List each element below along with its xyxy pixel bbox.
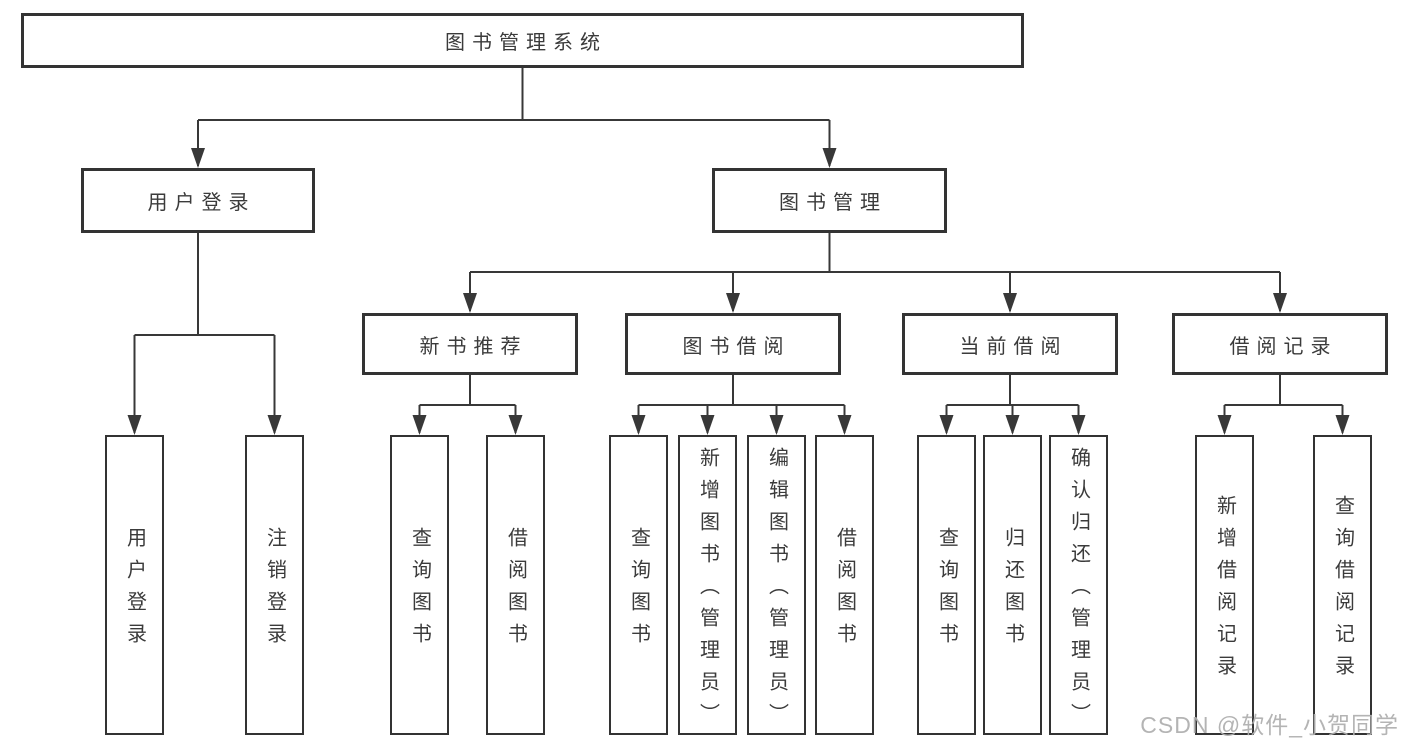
leaf-label: 编辑图书（管理员） (765, 447, 788, 735)
leaf-label: 新增借阅记录 (1213, 495, 1236, 687)
leaf-return-books: 归还图书 (983, 435, 1042, 735)
node-label: 图书借阅 (682, 335, 791, 358)
leaf-label: 用户登录 (123, 527, 146, 655)
leaf-label: 注销登录 (263, 527, 286, 655)
node-book-management: 图书管理 (712, 168, 947, 233)
node-current-borrowing: 当前借阅 (902, 313, 1118, 375)
node-label: 新书推荐 (419, 335, 528, 358)
node-label: 图书管理 (779, 192, 887, 214)
node-new-book-recommendation: 新书推荐 (362, 313, 578, 375)
leaf-add-book-admin: 新增图书（管理员） (678, 435, 737, 735)
leaf-edit-book-admin: 编辑图书（管理员） (747, 435, 806, 735)
leaf-add-borrow-record: 新增借阅记录 (1195, 435, 1254, 735)
node-library-management-system: 图书管理系统 (21, 13, 1024, 68)
leaf-borrow-books-recommend: 借阅图书 (486, 435, 545, 735)
node-label: 图书管理系统 (445, 32, 607, 54)
leaf-label: 借阅图书 (833, 527, 856, 655)
leaf-query-borrow-record: 查询借阅记录 (1313, 435, 1372, 735)
leaf-user-login: 用户登录 (105, 435, 164, 735)
leaf-logout: 注销登录 (245, 435, 304, 735)
node-book-borrowing: 图书借阅 (625, 313, 841, 375)
leaf-query-books-current: 查询图书 (917, 435, 976, 735)
leaf-label: 新增图书（管理员） (696, 447, 719, 735)
leaf-borrow-books-borrowing: 借阅图书 (815, 435, 874, 735)
leaf-confirm-return-admin: 确认归还（管理员） (1049, 435, 1108, 735)
leaf-label: 归还图书 (1001, 527, 1024, 655)
leaf-label: 借阅图书 (504, 527, 527, 655)
leaf-label: 查询图书 (935, 527, 958, 655)
node-label: 用户登录 (147, 192, 256, 214)
leaf-label: 查询借阅记录 (1331, 495, 1354, 687)
leaf-query-books-borrowing: 查询图书 (609, 435, 668, 735)
leaf-query-books-recommend: 查询图书 (390, 435, 449, 735)
leaf-label: 查询图书 (627, 527, 650, 655)
node-user-login: 用户登录 (81, 168, 315, 233)
leaf-label: 确认归还（管理员） (1067, 447, 1090, 735)
node-borrowing-records: 借阅记录 (1172, 313, 1388, 375)
node-label: 借阅记录 (1229, 335, 1338, 358)
csdn-watermark: CSDN @软件_小贺同学 (1140, 712, 1399, 738)
node-label: 当前借阅 (959, 335, 1068, 358)
leaf-label: 查询图书 (408, 527, 431, 655)
